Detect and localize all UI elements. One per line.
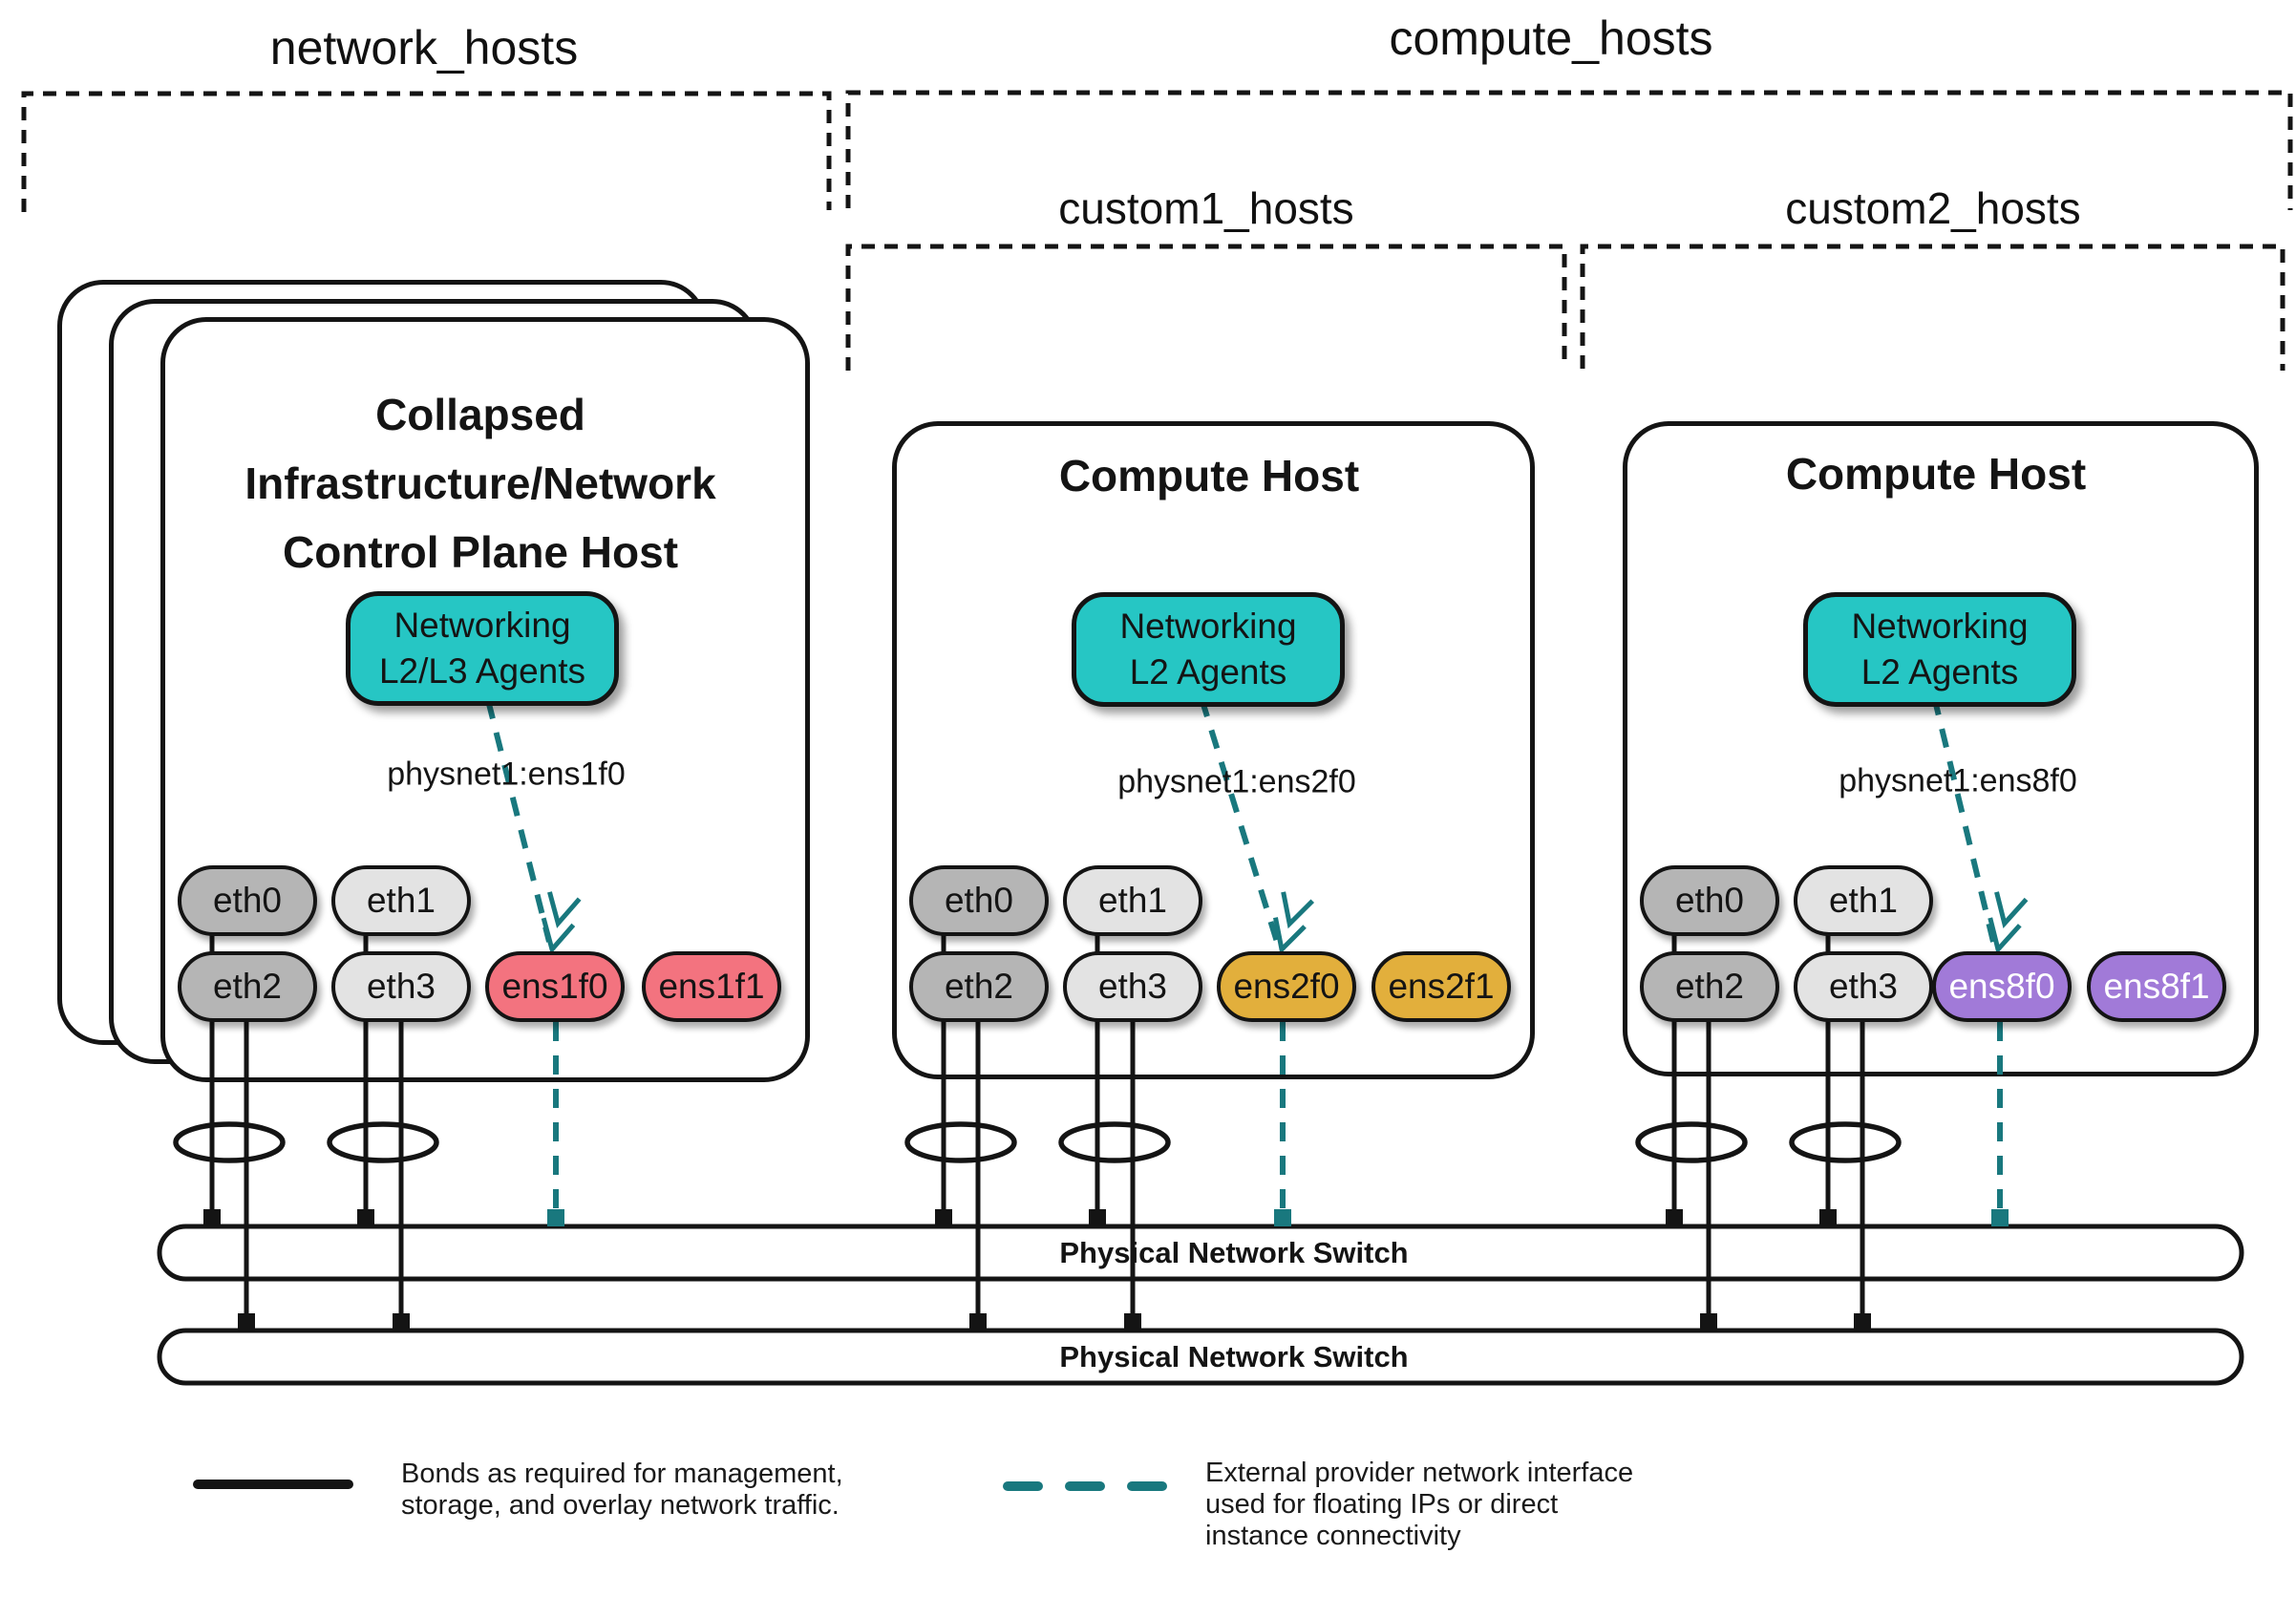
nic-pill-eth2: eth2 [1640,951,1779,1022]
custom1-hosts-bracket [845,244,1567,371]
provider-arrowheads [541,891,2029,955]
host-title-line: Compute Host [1785,449,2087,499]
physical-switch-2-label: Physical Network Switch [1059,1340,1409,1373]
physnet-label-host3: physnet1:ens8f0 [1839,762,2077,799]
host-title-line: Collapsed [375,390,585,439]
nic-pill-eth0: eth0 [909,865,1049,936]
control-plane-host-title: Collapsed Infrastructure/Network Control… [244,380,715,586]
nic-pill-eth3: eth3 [331,951,471,1022]
legend-text-line: used for floating IPs or direct [1205,1489,1559,1520]
nic-pill-eth1: eth1 [331,865,471,936]
physical-switch-1-bar [157,1224,2244,1282]
nic-pill-ens1f0: ens1f0 [485,951,625,1022]
agent-box-line: L2/L3 Agents [378,651,586,691]
nic-pill-ens8f0: ens8f0 [1932,951,2072,1022]
physnet-label-host2: physnet1:ens2f0 [1117,763,1356,800]
legend-text-line: External provider network interface [1205,1458,1634,1488]
host-title-line: Infrastructure/Network [244,458,716,508]
nic-pill-ens2f0: ens2f0 [1217,951,1356,1022]
legend-text-line: storage, and overlay network traffic. [401,1490,840,1521]
nic-pill-eth2: eth2 [178,951,317,1022]
group-label-network-hosts: network_hosts [269,21,579,75]
group-label-custom2-hosts: custom2_hosts [1785,183,2081,233]
nic-pill-ens2f1: ens2f1 [1371,951,1511,1022]
dash-segment [1065,1481,1105,1491]
network-hosts-bracket [21,91,832,212]
switch2-connection-squares [238,1313,1871,1331]
legend-bond-text: Bonds as required for management, storag… [401,1459,843,1522]
legend-text-line: instance connectivity [1205,1521,1461,1551]
nic-pill-ens1f1: ens1f1 [642,951,781,1022]
nic-pill-eth3: eth3 [1063,951,1202,1022]
custom2-hosts-bracket [1580,244,2285,371]
nic-pill-ens8f1: ens8f1 [2087,951,2226,1022]
agent-box-line: Networking [393,606,571,645]
control-plane-agent-box: Networking L2/L3 Agents [346,591,619,706]
nic-pill-eth3: eth3 [1794,951,1933,1022]
compute-host-2-title: Compute Host [1786,439,2086,508]
agent-box-line: L2 Agents [1129,652,1287,692]
agent-box-line: Networking [1119,607,1297,646]
compute-host-1-title: Compute Host [1059,441,1359,510]
compute-hosts-bracket [845,90,2293,210]
switch1-connection-squares [203,1209,1837,1226]
dash-segment [1127,1481,1167,1491]
legend-provider-dash-swatch [1003,1481,1167,1491]
physical-switch-1-label: Physical Network Switch [1059,1236,1409,1269]
nic-pill-eth1: eth1 [1794,865,1933,936]
nic-pill-eth0: eth0 [178,865,317,936]
nic-pill-eth0: eth0 [1640,865,1779,936]
physical-switch-2-bar [157,1328,2244,1386]
compute-host-2-agent-box: Networking L2 Agents [1803,592,2076,707]
host-title-line: Compute Host [1058,451,1360,500]
legend-provider-text: External provider network interface used… [1205,1458,1633,1552]
group-label-custom1-hosts: custom1_hosts [1058,183,1354,233]
physnet-label-host1: physnet1:ens1f0 [387,756,626,793]
group-label-compute-hosts: compute_hosts [1389,11,1713,65]
host-title-line: Control Plane Host [282,527,679,577]
switch1-provider-squares [547,1209,2009,1226]
legend-text-line: Bonds as required for management, [401,1459,843,1489]
provider-network-dashed-lines [485,695,2003,1211]
nic-pill-eth2: eth2 [909,951,1049,1022]
agent-box-line: Networking [1851,607,2029,646]
legend-bond-line-swatch [193,1480,353,1489]
dash-segment [1003,1481,1043,1491]
nic-pill-eth1: eth1 [1063,865,1202,936]
agent-box-line: L2 Agents [1860,652,2019,692]
compute-host-1-agent-box: Networking L2 Agents [1072,592,1345,707]
bond-ellipses [173,1121,1902,1163]
